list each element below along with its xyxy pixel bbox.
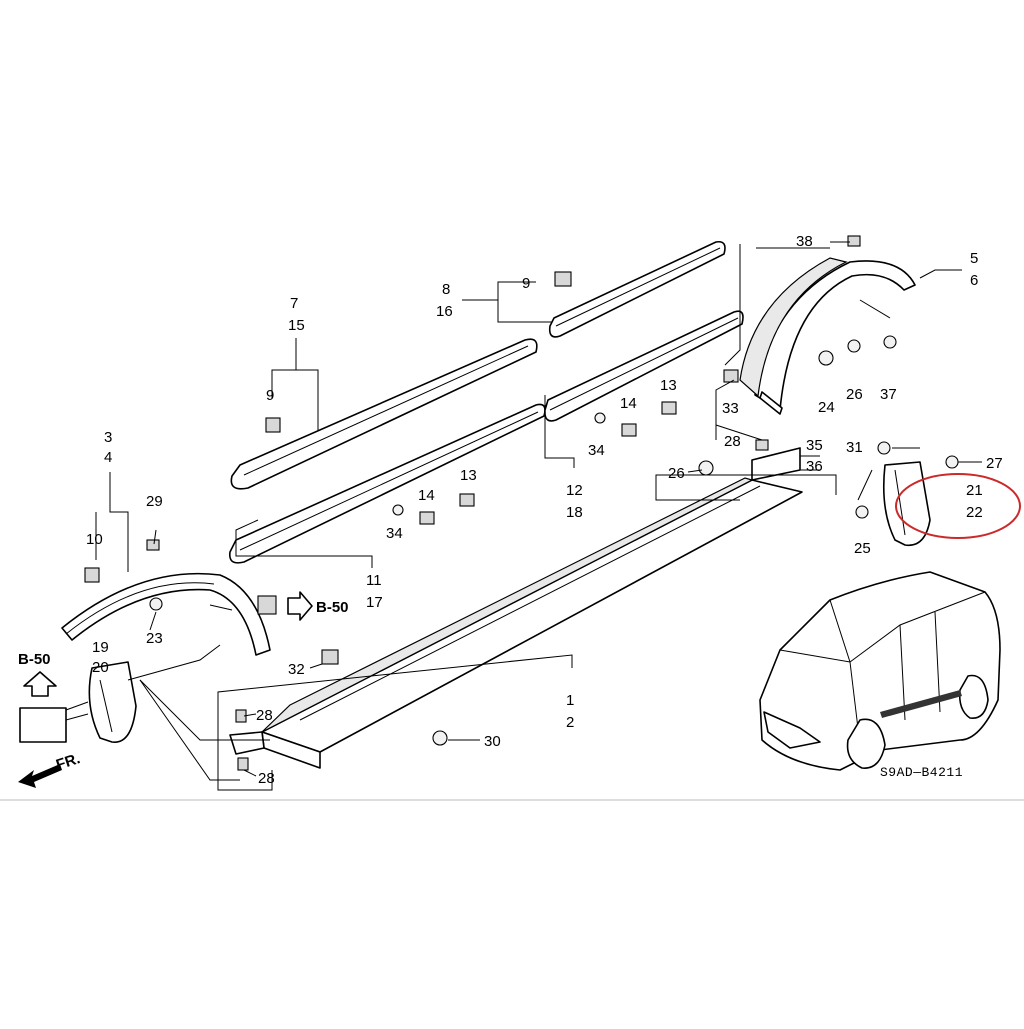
callout-33: 33 (722, 400, 739, 417)
callout-11: 11 (366, 572, 382, 589)
callout-3: 3 (104, 429, 112, 446)
callout-15: 15 (288, 317, 305, 334)
rear-mudguard (882, 461, 931, 547)
callout-22: 22 (966, 504, 983, 521)
callout-5: 5 (970, 250, 978, 267)
highlight-circle (895, 473, 1021, 539)
callout-20: 20 (92, 659, 109, 676)
front-mudguard (88, 661, 137, 743)
vehicle-illustration (759, 571, 1001, 771)
callout-25: 25 (854, 540, 871, 557)
callout-34b: 34 (386, 525, 403, 542)
rear-fender-flare (739, 257, 916, 415)
callout-17: 17 (366, 594, 383, 611)
callout-2: 2 (566, 714, 574, 731)
ref-b50-right: B-50 (316, 599, 349, 616)
callout-26a: 26 (846, 386, 863, 403)
callout-9a: 9 (266, 387, 274, 404)
side-sill-garnish (229, 477, 803, 769)
front-arrow (18, 764, 62, 788)
front-door-molding-lower (228, 403, 546, 564)
callout-28c: 28 (258, 770, 275, 787)
callout-35: 35 (806, 437, 823, 454)
callout-4: 4 (104, 449, 112, 466)
callout-23: 23 (146, 630, 163, 647)
leader-lines (41, 241, 982, 791)
callout-28b: 28 (256, 707, 273, 724)
callout-10: 10 (86, 531, 103, 548)
front-fender-flare (61, 572, 271, 656)
front-door-molding-upper (230, 338, 538, 490)
callout-38: 38 (796, 233, 813, 250)
ref-b50-left: B-50 (18, 651, 51, 668)
callout-8: 8 (442, 281, 450, 298)
callout-24: 24 (818, 399, 835, 416)
callout-31: 31 (846, 439, 863, 456)
callout-9b: 9 (522, 275, 530, 292)
callout-14b: 14 (418, 487, 435, 504)
callout-28a: 28 (724, 433, 741, 450)
callout-6: 6 (970, 272, 978, 289)
callout-21: 21 (966, 482, 983, 499)
callout-16: 16 (436, 303, 453, 320)
b50-left-ref (19, 671, 67, 743)
b50-right-ref (257, 591, 313, 621)
callout-29: 29 (146, 493, 163, 510)
callout-26b: 26 (668, 465, 685, 482)
callout-13a: 13 (660, 377, 677, 394)
fasteners (27, 235, 959, 771)
callout-7: 7 (290, 295, 298, 312)
callout-19: 19 (92, 639, 109, 656)
callouts: 1 2 3 4 5 6 7 8 9 9 10 11 12 13 13 14 14… (86, 233, 1003, 787)
callout-37: 37 (880, 386, 897, 403)
rear-door-molding-upper (548, 240, 726, 338)
diagram-code: S9AD—B4211 (880, 765, 963, 780)
callout-14a: 14 (620, 395, 637, 412)
callout-32: 32 (288, 661, 305, 678)
callout-13b: 13 (460, 467, 477, 484)
callout-12: 12 (566, 482, 583, 499)
callout-18: 18 (566, 504, 583, 521)
callout-36: 36 (806, 458, 823, 475)
callout-30: 30 (484, 733, 501, 750)
front-label: FR. (54, 750, 82, 774)
callout-27: 27 (986, 455, 1003, 472)
callout-1: 1 (566, 692, 574, 709)
callout-34a: 34 (588, 442, 605, 459)
